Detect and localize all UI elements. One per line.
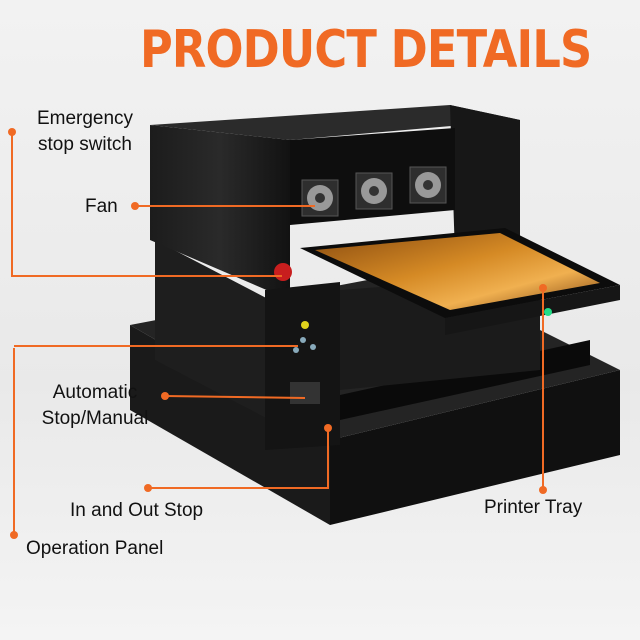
- emergency-stop-label-line1: Emergency: [36, 108, 134, 129]
- emergency-stop-label: Emergency stop switch: [20, 106, 150, 158]
- callout-lines: [11, 132, 544, 535]
- callout-dots: [8, 128, 547, 539]
- automatic-stop-label-line1: Automatic: [52, 382, 138, 403]
- printer-tray: [300, 228, 620, 335]
- in-out-stop-label: In and Out Stop: [70, 500, 204, 521]
- fan-label: Fan: [85, 196, 118, 217]
- emergency-stop-label-line2: stop switch: [38, 134, 132, 155]
- automatic-stop-label: Automatic Stop/Manual: [30, 380, 160, 432]
- printer-tray-label: Printer Tray: [484, 497, 583, 518]
- emergency-stop-icon: [274, 263, 292, 281]
- automatic-stop-label-line2: Stop/Manual: [41, 408, 149, 429]
- page-title: PRODUCT DETAILS: [140, 20, 592, 80]
- operation-panel-label: Operation Panel: [26, 538, 164, 559]
- fan-icon: [301, 166, 447, 217]
